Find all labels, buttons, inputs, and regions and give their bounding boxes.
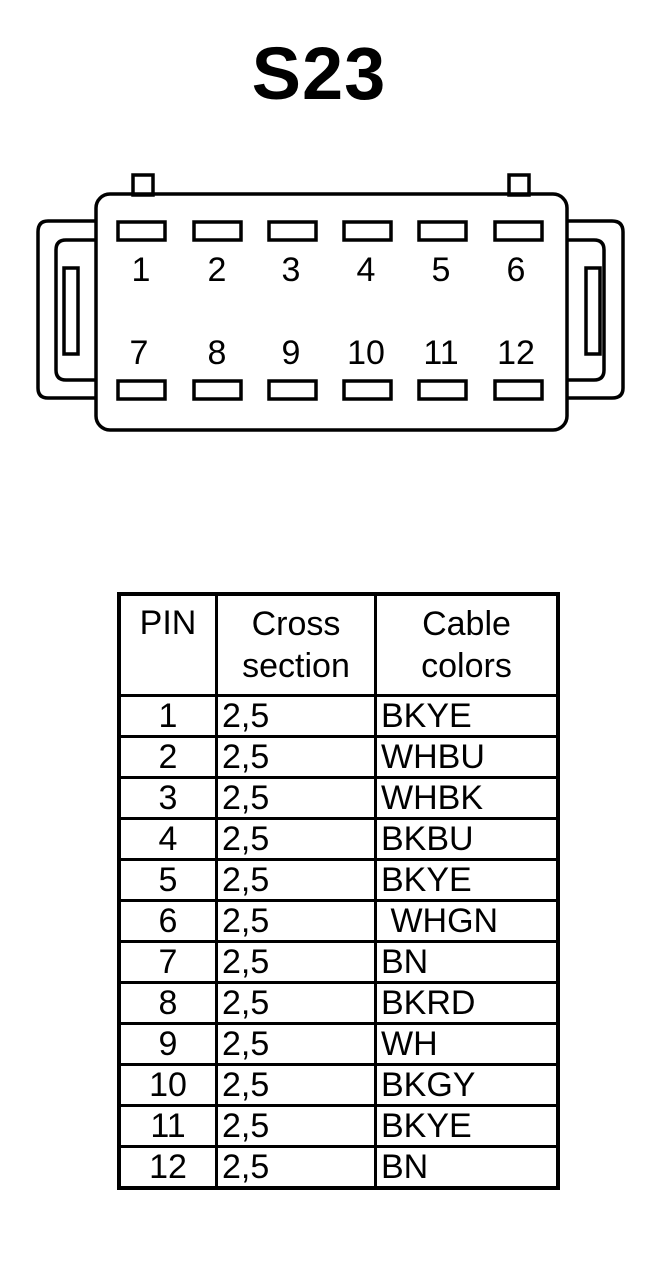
pin-slot-9 bbox=[267, 379, 318, 401]
table-row: 1 2,5 BKYE bbox=[117, 694, 560, 738]
cell-pin: 5 bbox=[117, 858, 218, 902]
pin-label-1: 1 bbox=[132, 251, 151, 289]
table-header-row: PIN Cross section Cable colors bbox=[117, 592, 560, 697]
table-row: 9 2,5 WH bbox=[117, 1022, 560, 1066]
cell-cross-section: 2,5 bbox=[215, 1063, 377, 1107]
cell-cable-color: BKBU bbox=[374, 817, 560, 861]
header-cable-colors: Cable colors bbox=[374, 592, 560, 697]
cell-cross-section: 2,5 bbox=[215, 899, 377, 943]
pin-slot-6 bbox=[493, 220, 544, 242]
pin-slot-4 bbox=[342, 220, 393, 242]
table-row: 12 2,5 BN bbox=[117, 1145, 560, 1190]
connector-diagram: 1 2 3 4 5 6 7 8 9 10 11 12 bbox=[36, 173, 625, 432]
cell-cable-color: BKGY bbox=[374, 1063, 560, 1107]
cell-cable-color: BKYE bbox=[374, 694, 560, 738]
cell-cable-color: WH bbox=[374, 1022, 560, 1066]
pin-slot-10 bbox=[342, 379, 393, 401]
header-pin: PIN bbox=[117, 592, 218, 697]
cell-pin: 8 bbox=[117, 981, 218, 1025]
header-cross-section: Cross section bbox=[215, 592, 377, 697]
cell-cross-section: 2,5 bbox=[215, 1022, 377, 1066]
table-row: 4 2,5 BKBU bbox=[117, 817, 560, 861]
cell-pin: 1 bbox=[117, 694, 218, 738]
table-row: 11 2,5 BKYE bbox=[117, 1104, 560, 1148]
pin-slot-8 bbox=[192, 379, 243, 401]
pin-slot-11 bbox=[417, 379, 468, 401]
cell-cable-color: WHBU bbox=[374, 735, 560, 779]
side-clip-right bbox=[567, 219, 625, 400]
side-clip-left-inner bbox=[54, 238, 96, 382]
table-row: 2 2,5 WHBU bbox=[117, 735, 560, 779]
cell-pin: 2 bbox=[117, 735, 218, 779]
pin-slot-2 bbox=[192, 220, 243, 242]
cell-cable-color: BKRD bbox=[374, 981, 560, 1025]
pin-label-9: 9 bbox=[282, 334, 301, 372]
header-cross-section-line-1: Cross bbox=[251, 605, 341, 643]
cell-cross-section: 2,5 bbox=[215, 735, 377, 779]
cell-cross-section: 2,5 bbox=[215, 858, 377, 902]
cell-cable-color: BKYE bbox=[374, 858, 560, 902]
cell-cross-section: 2,5 bbox=[215, 817, 377, 861]
pin-label-12: 12 bbox=[497, 334, 535, 372]
pin-slot-1 bbox=[116, 220, 167, 242]
top-pin-slots bbox=[116, 220, 544, 242]
cell-cross-section: 2,5 bbox=[215, 940, 377, 984]
cell-cable-color: BN bbox=[374, 1145, 560, 1190]
pin-label-7: 7 bbox=[130, 334, 149, 372]
cell-cable-color: BN bbox=[374, 940, 560, 984]
pin-slot-3 bbox=[267, 220, 318, 242]
table-row: 3 2,5 WHBK bbox=[117, 776, 560, 820]
table-row: 8 2,5 BKRD bbox=[117, 981, 560, 1025]
cell-pin: 6 bbox=[117, 899, 218, 943]
side-clip-right-inner bbox=[567, 238, 606, 382]
header-cable-colors-line-1: Cable bbox=[422, 605, 511, 643]
pin-label-6: 6 bbox=[507, 251, 526, 289]
pin-label-11: 11 bbox=[423, 334, 458, 372]
cell-cross-section: 2,5 bbox=[215, 776, 377, 820]
header-cross-section-line-2: section bbox=[242, 647, 350, 685]
pin-label-5: 5 bbox=[432, 251, 451, 289]
header-pin-label: PIN bbox=[139, 604, 197, 642]
cell-cable-color: WHBK bbox=[374, 776, 560, 820]
pin-slot-7 bbox=[116, 379, 167, 401]
cell-pin: 10 bbox=[117, 1063, 218, 1107]
latch-tab-right bbox=[507, 173, 531, 197]
cell-pin: 4 bbox=[117, 817, 218, 861]
header-cable-colors-line-2: colors bbox=[421, 647, 512, 685]
cell-pin: 9 bbox=[117, 1022, 218, 1066]
cell-pin: 3 bbox=[117, 776, 218, 820]
cell-cross-section: 2,5 bbox=[215, 694, 377, 738]
cell-pin: 12 bbox=[117, 1145, 218, 1190]
pin-slot-5 bbox=[417, 220, 468, 242]
pin-label-10: 10 bbox=[347, 334, 385, 372]
table-row: 6 2,5 WHGN bbox=[117, 899, 560, 943]
cell-pin: 11 bbox=[117, 1104, 218, 1148]
pin-label-4: 4 bbox=[357, 251, 376, 289]
connector-housing bbox=[94, 192, 569, 432]
cell-cable-color: BKYE bbox=[374, 1104, 560, 1148]
side-clip-left bbox=[36, 219, 96, 400]
table-row: 10 2,5 BKGY bbox=[117, 1063, 560, 1107]
pin-slot-12 bbox=[493, 379, 544, 401]
cell-cross-section: 2,5 bbox=[215, 1145, 377, 1190]
table-row: 5 2,5 BKYE bbox=[117, 858, 560, 902]
latch-tab-left bbox=[131, 173, 155, 197]
pin-label-8: 8 bbox=[208, 334, 227, 372]
cell-pin: 7 bbox=[117, 940, 218, 984]
cell-cross-section: 2,5 bbox=[215, 1104, 377, 1148]
side-clip-right-slot bbox=[584, 266, 602, 356]
pin-label-2: 2 bbox=[208, 251, 227, 289]
side-clip-left-slot bbox=[62, 266, 80, 356]
pin-label-3: 3 bbox=[282, 251, 301, 289]
cell-cross-section: 2,5 bbox=[215, 981, 377, 1025]
bottom-pin-slots bbox=[116, 379, 544, 401]
cell-cable-color: WHGN bbox=[374, 899, 560, 943]
table-row: 7 2,5 BN bbox=[117, 940, 560, 984]
pin-assignment-table: PIN Cross section Cable colors 1 2,5 BKY… bbox=[117, 592, 560, 1190]
connector-title: S23 bbox=[251, 32, 387, 115]
